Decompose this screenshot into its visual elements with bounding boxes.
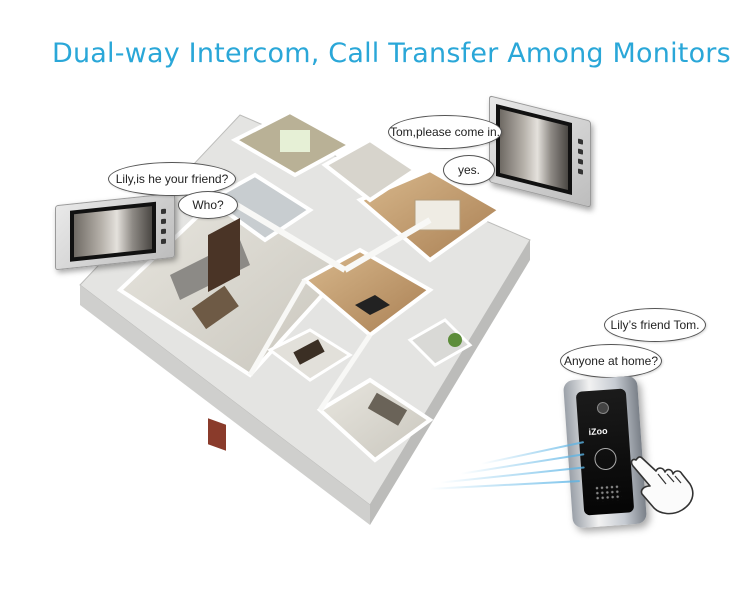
speech-bubble-text: Anyone at home?: [563, 354, 659, 368]
speech-bubble-text: yes.: [457, 163, 480, 177]
indoor-monitor-left: [55, 192, 175, 271]
speech-bubble-text: Who?: [192, 198, 224, 212]
speech-bubble-who: Who?: [178, 191, 238, 219]
camera-icon: [596, 401, 610, 415]
speech-bubble-anyone-home: Anyone at home?: [560, 344, 662, 378]
speech-bubble-lilys-friend-tom: Lily’s friend Tom.: [604, 308, 706, 342]
speech-bubble-yes: yes.: [443, 155, 495, 185]
hand-pointer-icon: [630, 456, 694, 515]
speech-bubble-tom-come-in: Tom,please come in.: [388, 115, 502, 149]
page-title: Dual-way Intercom, Call Transfer Among M…: [52, 38, 731, 69]
speech-bubble-text: Tom,please come in.: [389, 125, 501, 139]
speech-bubble-text: Lily’s friend Tom.: [610, 318, 700, 332]
bell-icon: [593, 447, 618, 471]
doorbell-panel: iZoo: [575, 388, 635, 516]
speaker-grille: [594, 484, 622, 502]
speech-bubble-lily-friend: Lily,is he your friend?: [108, 162, 236, 196]
speech-bubble-text: Lily,is he your friend?: [115, 172, 229, 186]
doorbell-logo: iZoo: [588, 425, 608, 438]
